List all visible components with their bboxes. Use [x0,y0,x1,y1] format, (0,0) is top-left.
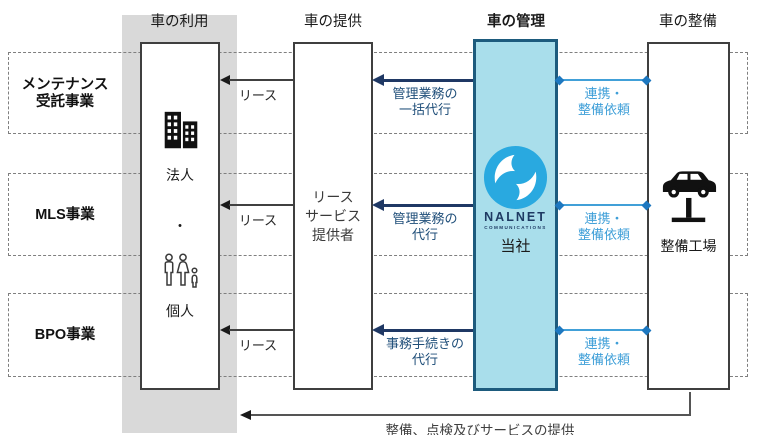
header-car-manage: 車の管理 [487,14,545,30]
building-icon [158,108,204,154]
management-caption-row3: 事務手続きの 代行 [385,336,464,367]
lease-provider-label: リース サービス 提供者 [305,189,361,243]
nalnet-wordmark: NALNET [484,210,547,224]
lease-caption-row2: リース [238,213,278,228]
management-arrowhead-icon [372,324,384,336]
cooperation-caption-row1: 連携・ 整備依頼 [577,86,630,117]
cooperation-caption-row3: 連携・ 整備依頼 [577,336,630,367]
nalnet-wordmark-subtitle: COMMUNICATIONS [484,225,547,230]
lease-caption-row1: リース [238,88,278,103]
row-maintenance-outline [8,52,748,134]
car-user-box: 法人 ・ 個人 [140,42,220,390]
family-icon [159,252,203,290]
service-return-arrowhead-icon [240,410,251,420]
row-mls-outline [8,173,748,256]
cooperation-line-row3 [560,329,647,331]
individual-label: 個人 [166,303,194,319]
lease-arrow-row1 [229,79,293,81]
management-arrow-row1 [384,78,473,82]
lease-provider-box: リース サービス 提供者 [293,42,373,390]
factory-label: 整備工場 [660,238,717,254]
row-bpo-outline [8,293,748,377]
corporate-label: 法人 [166,167,194,183]
lease-arrowhead-icon [220,325,230,335]
car-lift-icon [657,164,720,226]
header-car-use: 車の利用 [150,14,209,30]
management-arrow-row3 [384,328,473,332]
business-label-bpo: BPO事業 [34,327,96,343]
corporate-individual-separator: ・ [173,218,187,234]
business-label-mls: MLS事業 [35,207,95,223]
service-return-line-vertical [689,392,691,416]
management-arrow-row2 [384,203,473,207]
lease-arrow-row3 [229,329,293,331]
cooperation-line-row1 [560,79,647,81]
cooperation-caption-row2: 連携・ 整備依頼 [577,211,630,242]
header-car-maintain: 車の整備 [659,14,717,30]
business-label-maintenance: メンテナンス 受託事業 [21,77,109,110]
lease-arrow-row2 [229,204,293,206]
service-return-line [249,414,690,416]
lease-arrowhead-icon [220,200,230,210]
management-caption-row1: 管理業務の 一括代行 [392,86,458,117]
lease-arrowhead-icon [220,75,230,85]
management-arrowhead-icon [372,199,384,211]
management-arrowhead-icon [372,74,384,86]
company-box: NALNET COMMUNICATIONS 当社 [473,39,558,391]
service-return-caption: 整備、点検及びサービスの提供 [385,423,575,435]
nalnet-logo-icon [482,144,549,211]
header-car-provide: 車の提供 [304,14,362,30]
cooperation-line-row2 [560,204,647,206]
lease-caption-row3: リース [238,338,278,353]
management-caption-row2: 管理業務の 代行 [392,211,458,242]
company-label: 当社 [500,238,531,255]
factory-box: 整備工場 [647,42,730,390]
